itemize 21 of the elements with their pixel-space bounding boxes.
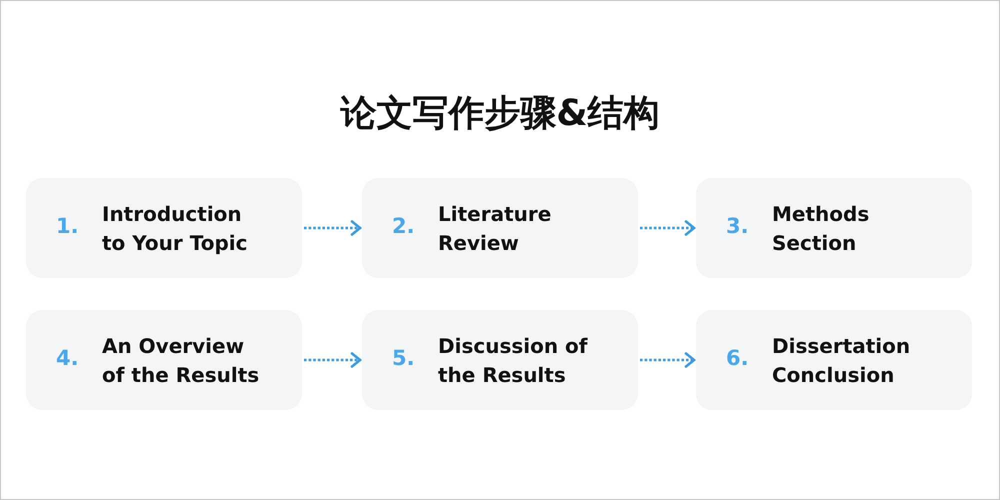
step-number: 3. xyxy=(726,214,749,238)
step-card xyxy=(362,310,638,410)
step-card xyxy=(362,178,638,278)
dotted-arrow xyxy=(304,352,362,368)
step-number: 5. xyxy=(392,346,415,370)
dotted-arrow xyxy=(640,220,696,236)
step-number: 2. xyxy=(392,214,415,238)
step-number: 1. xyxy=(56,214,79,238)
step-label: Methods Section xyxy=(772,201,870,257)
step-label: Literature Review xyxy=(438,201,552,257)
dotted-arrow xyxy=(640,352,696,368)
step-number: 6. xyxy=(726,346,749,370)
step-label: Discussion of the Results xyxy=(438,333,589,389)
step-label: Dissertation Conclusion xyxy=(772,333,912,389)
step-label: An Overview of the Results xyxy=(102,333,260,389)
step-number: 4. xyxy=(56,346,79,370)
step-card xyxy=(696,178,972,278)
dotted-arrow xyxy=(304,220,362,236)
step-card xyxy=(696,310,972,410)
step-label: Introduction to Your Topic xyxy=(102,201,248,257)
title: 论文写作步骤&结构 xyxy=(340,92,660,136)
